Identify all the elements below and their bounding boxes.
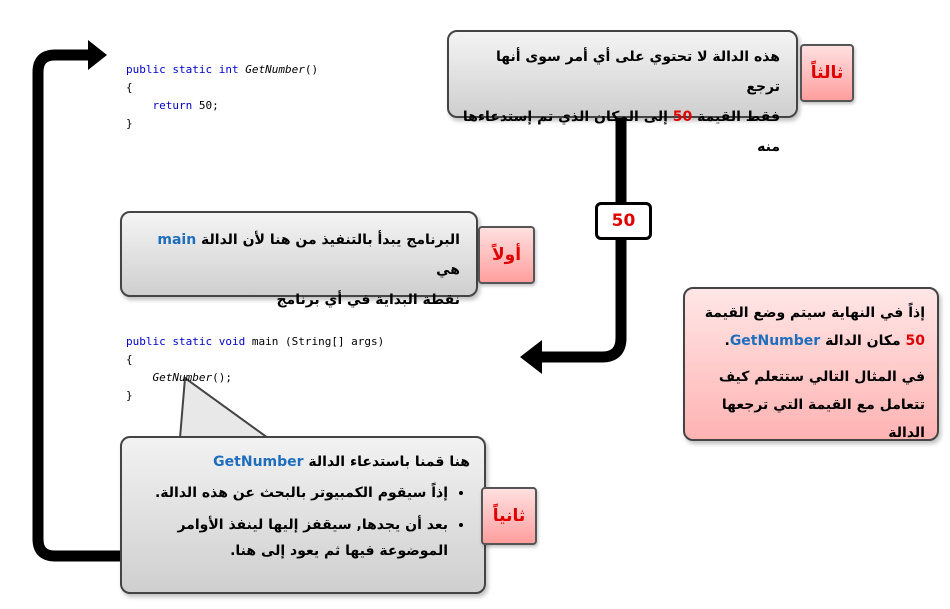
callout-second: هنا قمنا باستدعاء الدالة GetNumber إذاً … [120,436,486,594]
bullet-item: بعد أن يجدها, سيقفز إليها لينفذ الأوامر … [134,512,448,564]
note-getnumber: GetNumber [730,333,820,349]
tag-first: أولاً [478,226,535,284]
code-open-brace: { [126,81,133,94]
main-code: public static void main (String[] args) … [126,315,384,405]
main-close-brace: } [126,389,133,402]
callout-bullets: إذاً سيقوم الكمبيوتر بالبحث عن هذه الدال… [134,480,470,564]
main-open-brace: { [126,353,133,366]
call-arrowhead [88,40,107,70]
tag-third: ثالثاً [800,44,854,102]
getnumber-name: GetNumber [213,454,303,470]
call-path-arrow [38,55,122,556]
bullet-item: إذاً سيقوم الكمبيوتر بالبحث عن هذه الدال… [134,480,448,506]
callout-first: البرنامج يبدأ بالتنفيذ من هنا لأن الدالة… [120,211,478,297]
value-50: 50 [673,109,692,125]
tag-second: ثانياً [481,487,537,545]
note-box: إذاً في النهاية سيتم وضع القيمة 50 مكان … [683,287,939,441]
code-close-brace: } [126,117,133,130]
code-line-signature: public static int GetNumber() [126,63,318,76]
main-name: main [157,232,196,248]
return-value: 50; [199,99,219,112]
getnumber-call: GetNumber(); [153,371,232,384]
return-value-badge: 50 [595,202,652,240]
getnumber-code: public static int GetNumber() { return 5… [126,43,318,133]
return-arrowhead [520,340,542,374]
note-value-50: 50 [906,333,925,349]
callout-third: هذه الدالة لا تحتوي على أي أمر سوى أنها … [447,30,798,118]
code-line-main-signature: public static void main (String[] args) [126,335,384,348]
return-keyword: return [153,99,193,112]
